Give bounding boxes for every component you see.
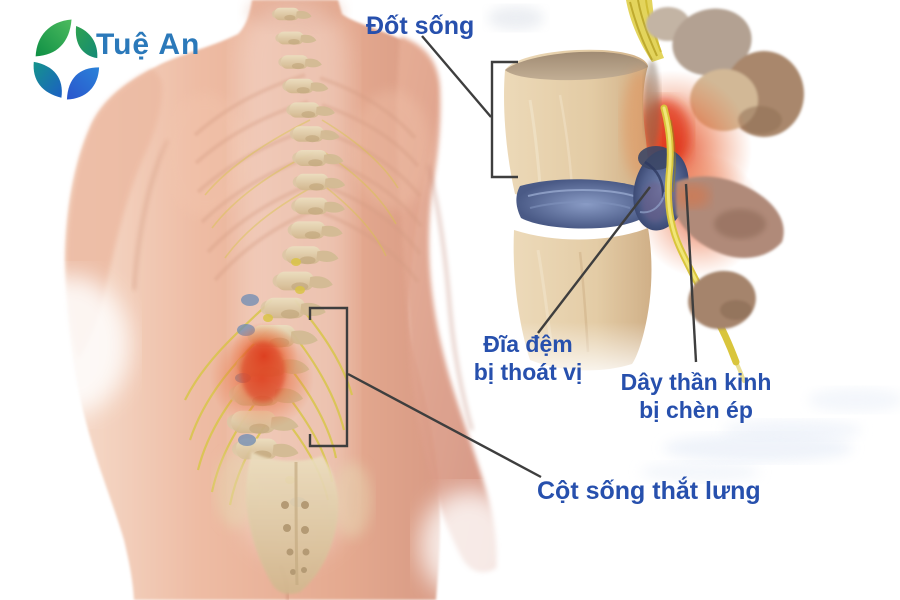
label-pinched-nerve: Dây thần kinh bị chèn ép [608, 368, 784, 424]
label-herniated-disc-line1: Đĩa đệm [483, 331, 573, 357]
lower-vertebra-body [498, 228, 683, 384]
closeup-illustration [488, 0, 900, 482]
leader-line-vertebra [421, 35, 492, 118]
label-herniated-disc: Đĩa đệm bị thoát vị [452, 330, 604, 386]
background-smudges [640, 388, 900, 482]
label-pinched-nerve-line2: bị chèn ép [639, 397, 753, 424]
vertebra-bracket [490, 60, 518, 179]
upper-vertebra-body [504, 49, 660, 202]
lumbar-inflammation-glow [210, 322, 314, 430]
label-lumbar-spine: Cột sống thắt lưng [537, 477, 761, 505]
label-pinched-nerve-line1: Dây thần kinh [620, 369, 772, 395]
brand-name: Tuệ An [96, 28, 201, 61]
sacrum-shape [215, 452, 372, 594]
leader-line-pinched-nerve [684, 183, 698, 363]
ribs-lines [193, 73, 423, 284]
leader-line-herniated-disc [537, 186, 651, 334]
body-illustration [10, 0, 520, 600]
leader-line-lumbar-spine [347, 372, 542, 479]
lumbar-bracket [308, 306, 349, 448]
label-vertebra: Đốt sống [366, 12, 475, 40]
lower-vertebra-processes [674, 176, 784, 330]
lotus-logo-icon [33, 19, 100, 100]
label-herniated-disc-line2: bị thoát vị [473, 359, 583, 386]
